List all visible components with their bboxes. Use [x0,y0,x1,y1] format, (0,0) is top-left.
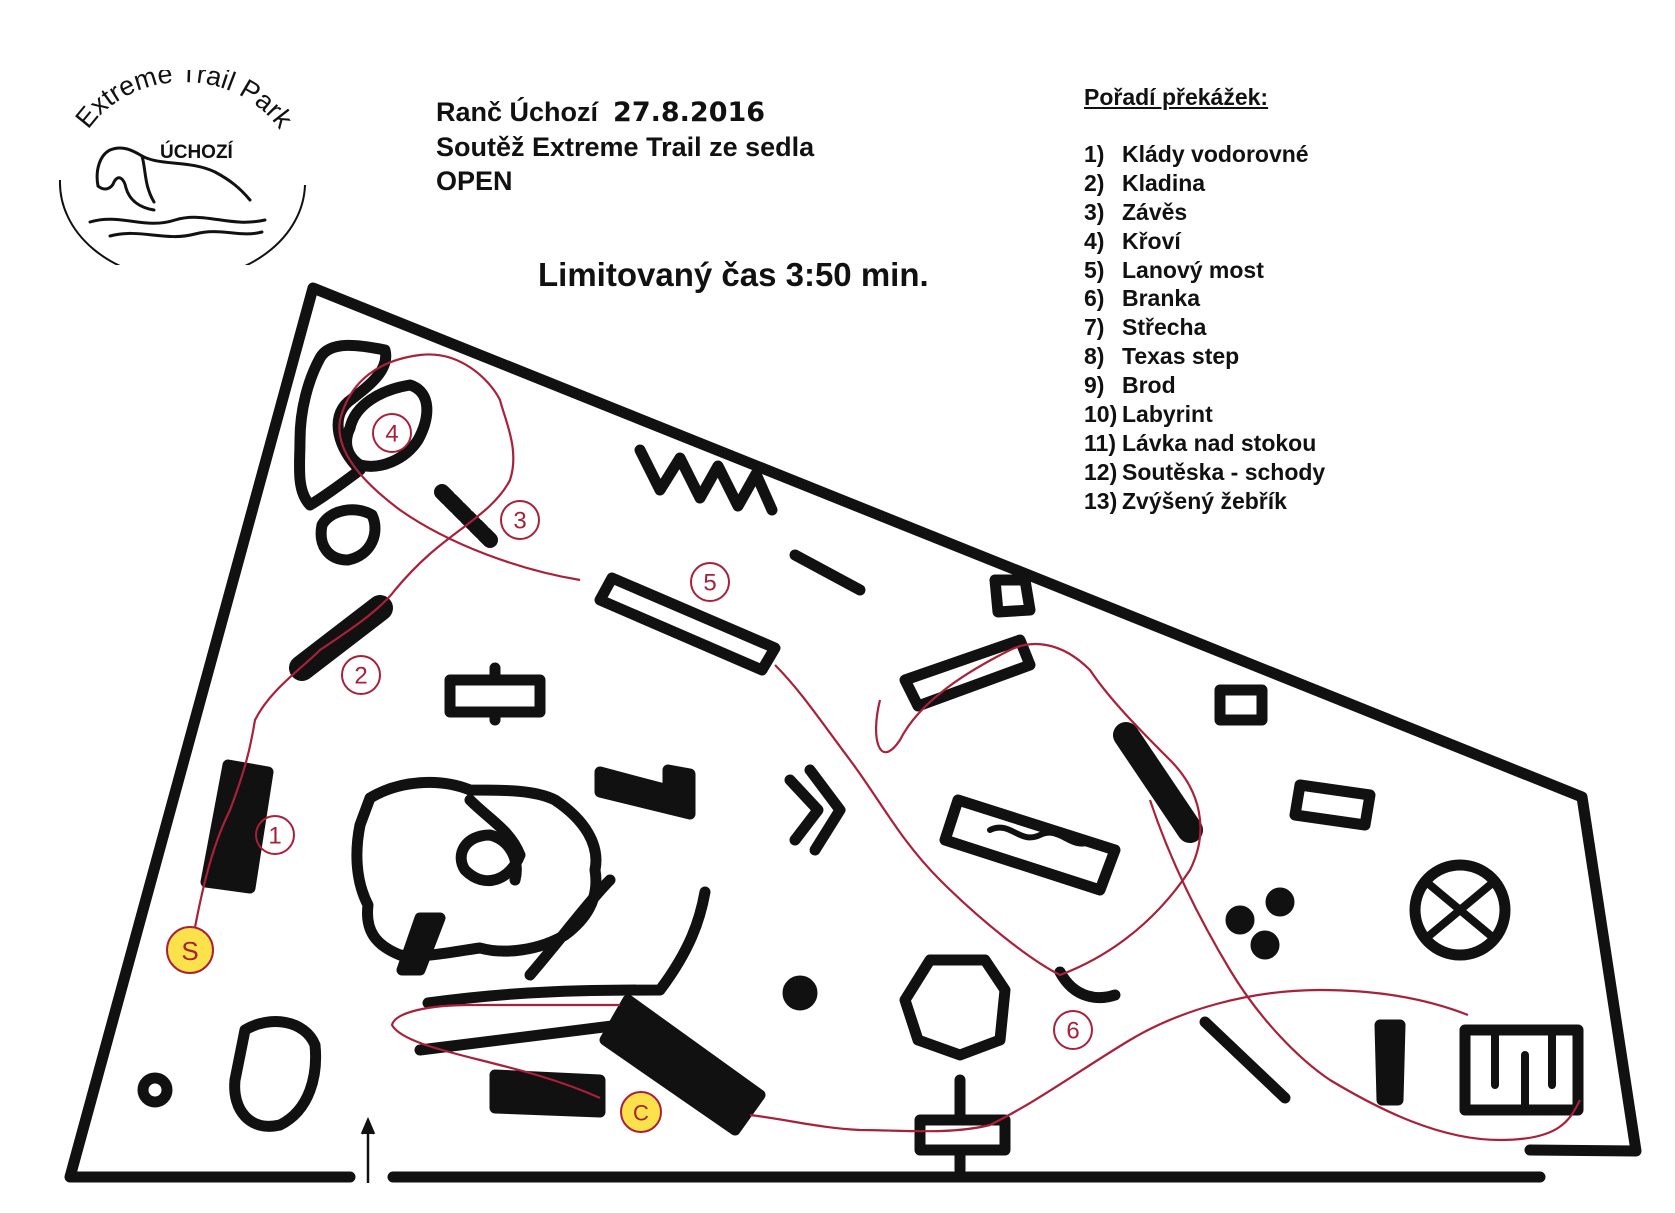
obstacle-order-title: Pořadí překážek: [1084,84,1269,110]
obstacle-labyrinth [1459,1024,1584,1116]
svg-text:4: 4 [385,421,398,448]
obstacle-bottom-left-blob [229,1016,322,1132]
route-path [191,353,1581,1142]
finish-marker: C [620,1091,662,1133]
obstacle-item: 1)Klády vodorovné [1084,141,1309,167]
start-marker: S [166,926,214,974]
event-date: 27.8.2016 [613,97,766,128]
obstacle-ford-wave [987,824,1093,847]
event-venue: Ranč Úchozí [436,97,599,127]
svg-text:5: 5 [703,570,716,597]
obstacle-l-shape [594,764,696,820]
obstacle-logs [200,759,274,894]
obstacle-pond-block [396,912,446,976]
svg-text:3: 3 [513,508,526,535]
obstacle-item: 12)Soutěska - schody [1084,458,1326,485]
obstacle-bushes-outline [293,339,392,511]
obstacle-marker-2: 2 [341,655,381,695]
obstacle-marker-3: 3 [500,500,540,540]
obstacle-box-right [1289,779,1376,831]
obstacle-ravine-steps [599,994,766,1136]
obstacle-item: 11)Lávka nad stokou [1084,429,1317,456]
obstacle-bushes-inner [341,379,433,472]
obstacle-item: 4)Křoví [1084,227,1181,254]
obstacle-order-list: 1)Klády vodorovné 2)Kladina 3)Závěs 4)Kř… [1084,140,1325,516]
obstacle-texas-step [1113,722,1203,843]
obstacle-bar [789,549,866,596]
obstacle-item: 8)Texas step [1084,343,1240,370]
obstacle-small-gate [1054,966,1121,1003]
obstacle-ravine-mid [422,886,711,1009]
obstacle-ravine-low [414,1019,626,1056]
obstacle-square [1214,684,1268,726]
obstacle-item: 9)Brod [1084,372,1176,399]
obstacles [137,339,1584,1176]
route-markers: S C 1 2 3 4 5 6 [166,413,1093,1133]
obstacle-octagon [899,954,1011,1061]
obstacle-diagonal-bar [1199,1016,1291,1104]
logo-sub-text: ÚCHOZÍ [160,141,234,163]
event-category: OPEN [436,166,513,196]
time-limit: Limitovaný čas 3:50 min. [538,256,929,293]
obstacle-small-box [989,574,1036,618]
horse-head-icon [95,146,252,212]
obstacle-marker-4: 4 [372,413,412,453]
event-venue-date-line: Ranč Úchozí 27.8.2016 [436,95,814,130]
event-header: Ranč Úchozí 27.8.2016 Soutěž Extreme Tra… [436,95,814,198]
entrance-arrow-icon [360,1116,376,1183]
obstacle-curtain [434,484,498,548]
arena-boundary [64,282,1642,1183]
obstacle-roof [899,634,1036,712]
obstacle-marker-6: 6 [1053,1010,1093,1050]
obstacle-rope-bridge [594,572,781,676]
obstacle-ravine-left [524,874,616,981]
obstacle-footbridge [489,1069,606,1118]
svg-text:6: 6 [1066,1018,1079,1045]
obstacle-item: 2)Kladina [1084,169,1206,196]
obstacle-round-pen [1409,859,1511,961]
svg-text:S: S [181,936,198,966]
obstacle-pond-inner [455,794,526,887]
event-name: Soutěž Extreme Trail ze sedla [436,132,815,162]
obstacle-item: 7)Střecha [1084,314,1207,341]
obstacle-dot [782,975,818,1011]
obstacle-item: 5)Lanový most [1084,256,1264,283]
obstacle-item: 10)Labyrint [1084,401,1213,428]
obstacle-chevron [784,764,846,856]
obstacle-raised-ladder [1374,1019,1406,1106]
obstacle-item: 6)Branka [1084,285,1200,312]
obstacle-bushes-lower [315,504,381,566]
obstacle-gate [444,662,546,726]
obstacle-marker-1: 1 [255,815,295,855]
svg-text:2: 2 [354,663,367,690]
obstacle-item: 3)Závěs [1084,198,1188,225]
obstacle-marker-5: 5 [690,562,730,602]
svg-text:C: C [633,1101,649,1126]
obstacle-item: 13)Zvýšený žebřík [1084,487,1287,514]
obstacle-zigzag [634,444,778,516]
obstacle-t-post [914,1074,1011,1176]
obstacle-order-panel: Pořadí překážek: 1)Klády vodorovné 2)Kla… [1084,84,1325,516]
svg-text:1: 1 [268,823,281,850]
